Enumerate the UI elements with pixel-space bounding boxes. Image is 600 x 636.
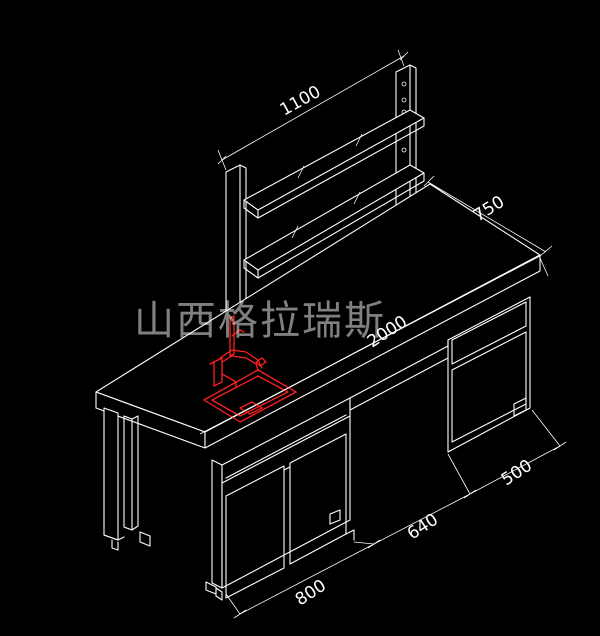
left-frame [103,407,151,551]
dim-left-cabinet: 800 [292,576,330,610]
knee-space [349,345,449,411]
right-cabinet [447,296,531,453]
dim-knee-space: 640 [404,510,442,544]
worktop [95,183,541,449]
dim-right-cabinet: 500 [498,456,536,490]
left-cabinet [205,397,355,601]
watermark: 山西格拉瑞斯 [134,298,386,344]
dimension-lines [199,49,567,619]
dim-shelf-width: 1100 [277,82,325,120]
reagent-shelf [225,64,425,339]
faucet [209,315,267,389]
sink [203,369,297,423]
